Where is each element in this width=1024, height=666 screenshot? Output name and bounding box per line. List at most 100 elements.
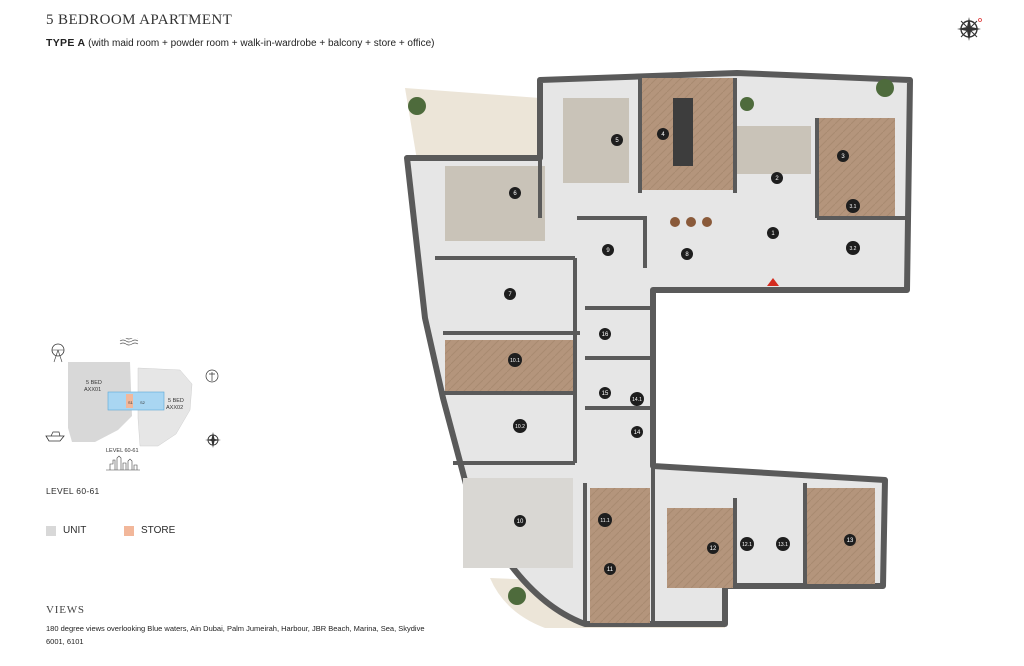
room-number: 11: [607, 567, 614, 573]
skyline-icon: [106, 455, 140, 471]
room-marker-dot: [844, 534, 856, 546]
rug-living: [445, 166, 545, 241]
bar-stools: [670, 217, 712, 227]
plan-subtitle: TYPE A (with maid room + powder room + w…: [46, 37, 434, 49]
room-marker-dot: [631, 426, 643, 438]
keyplan-store-s2: S2: [140, 400, 146, 405]
keyplan-level-caption: LEVEL 60-61: [106, 448, 139, 454]
room-marker-12: 12: [707, 542, 719, 554]
compass-rose-icon: [205, 432, 221, 448]
interior-walls: [435, 78, 907, 624]
room-marker-dot: [771, 172, 783, 184]
level-label: LEVEL 60-61: [46, 486, 100, 496]
room-number: 7: [508, 292, 512, 298]
room-number: 14.1: [632, 397, 642, 403]
legend-store: STORE: [124, 525, 175, 536]
keyplan-unit-right-code: AXX02: [166, 405, 183, 411]
room-marker-dot: [846, 199, 860, 213]
keyplan-store-s1: S1: [128, 400, 134, 405]
room-bedroom-11: [590, 488, 650, 623]
keyplan-tower-right: [137, 367, 193, 447]
floor-plan: 1233.13.24567891010.110.21111.11212.1131…: [404, 70, 913, 628]
room-marker-dot: [846, 241, 860, 255]
room-marker-10: 10: [514, 515, 526, 527]
room-marker-dot: [604, 563, 616, 575]
room-number: 12: [710, 546, 717, 552]
room-number: 15: [602, 391, 609, 397]
page-title: 5 BEDROOM APARTMENT: [46, 12, 233, 28]
room-marker-dot: [599, 387, 611, 399]
room-marker-11: 11: [604, 563, 616, 575]
room-marker-6: 6: [509, 187, 521, 199]
entrance-arrow-icon: [767, 278, 779, 286]
room-number: 10.2: [515, 424, 525, 430]
room-marker-9: 9: [602, 244, 614, 256]
room-marker-dot: [504, 288, 516, 300]
room-marker-dot: [611, 134, 623, 146]
room-bedroom-13: [805, 488, 875, 584]
room-number: 3: [841, 154, 845, 160]
plant-top-left: [408, 97, 426, 115]
room-number: 10: [517, 519, 524, 525]
room-marker-10-1: 10.1: [508, 353, 522, 367]
room-marker-14: 14: [631, 426, 643, 438]
plant-top-mid: [740, 97, 754, 111]
room-marker-dot: [630, 392, 644, 406]
room-marker-dot: [514, 515, 526, 527]
legend-unit-label: UNIT: [63, 525, 87, 536]
room-marker-3-1: 3.1: [846, 199, 860, 213]
room-marker-1: 1: [767, 227, 779, 239]
views-description: 180 degree views overlooking Blue waters…: [46, 624, 425, 633]
room-walkin-10-1: [445, 340, 575, 392]
room-number: 3.1: [850, 204, 857, 210]
room-marker-dot: [513, 419, 527, 433]
keyplan-store: [126, 394, 133, 408]
legend-store-label: STORE: [141, 525, 176, 536]
room-number: 6: [513, 191, 517, 197]
room-marker-10-2: 10.2: [513, 419, 527, 433]
palm-tree-icon: [205, 369, 219, 383]
room-marker-14-1: 14.1: [630, 392, 644, 406]
room-marker-dot: [509, 187, 521, 199]
room-marker-5: 5: [611, 134, 623, 146]
room-marker-13: 13: [844, 534, 856, 546]
room-marker-dot: [508, 353, 522, 367]
keyplan-unit-highlight: [107, 391, 165, 411]
compass-rose-icon: [957, 17, 982, 41]
room-bedroom-12: [667, 508, 735, 588]
room-number: 13.1: [778, 542, 788, 548]
keyplan-unit-left-code: AXX01: [84, 387, 101, 393]
room-marker-dot: [681, 248, 693, 260]
legend-unit: UNIT: [46, 525, 86, 536]
type-label: TYPE A: [46, 37, 86, 49]
room-marker-16: 16: [599, 328, 611, 340]
room-number: 4: [661, 132, 665, 138]
room-marker-dot: [837, 150, 849, 162]
legend-store-swatch: [124, 525, 134, 536]
terrace-top-left: [405, 88, 540, 160]
room-marker-8: 8: [681, 248, 693, 260]
ferris-wheel-icon: [51, 343, 65, 363]
room-marker-3-2: 3.2: [846, 241, 860, 255]
room-marker-dot: [740, 537, 754, 551]
room-marker-dot: [602, 244, 614, 256]
room-number: 1: [771, 231, 775, 237]
room-marker-11-1: 11.1: [598, 513, 612, 527]
plant-top-right: [876, 79, 894, 97]
room-number: 10.1: [510, 358, 520, 364]
room-marker-dot: [598, 513, 612, 527]
keyplan-unit-left: 5 BED: [86, 380, 102, 386]
room-marker-7: 7: [504, 288, 516, 300]
room-marker-4: 4: [657, 128, 669, 140]
room-number: 14: [634, 430, 641, 436]
room-marker-2: 2: [771, 172, 783, 184]
room-marker-dot: [767, 227, 779, 239]
room-marker-12-1: 12.1: [740, 537, 754, 551]
room-marker-15: 15: [599, 387, 611, 399]
keyplan-tower-left: [68, 362, 132, 442]
plant-bottom: [508, 587, 526, 605]
type-description: (with maid room + powder room + walk-in-…: [88, 38, 435, 49]
room-marker-dot: [599, 328, 611, 340]
room-marker-dot: [707, 542, 719, 554]
room-number: 3.2: [850, 246, 857, 252]
